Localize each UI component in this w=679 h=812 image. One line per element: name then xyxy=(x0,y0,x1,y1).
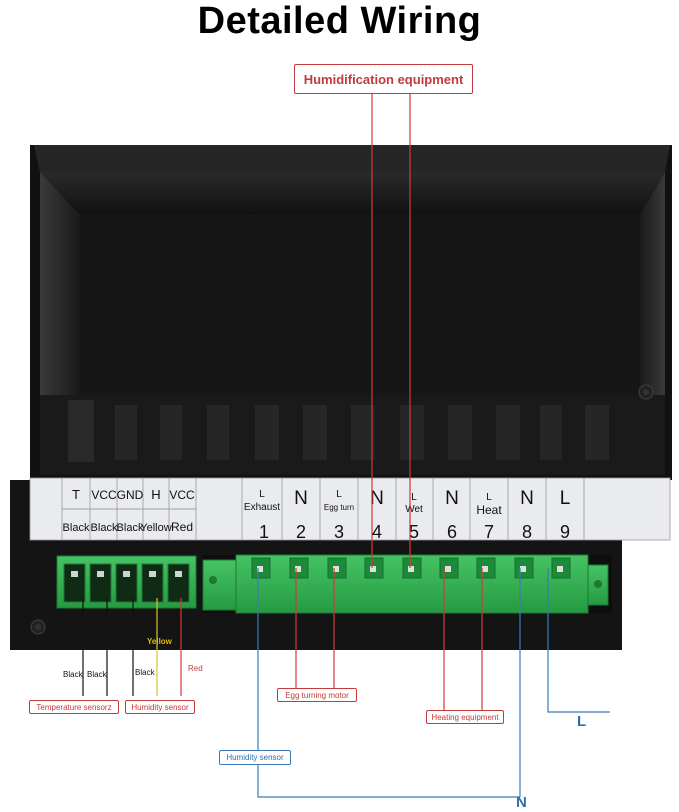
terminal-N: N xyxy=(445,488,459,509)
terminal-caption: Wet xyxy=(405,504,423,515)
terminal-number: 6 xyxy=(447,522,457,542)
terminal-number: 7 xyxy=(484,522,494,542)
terminal-number: 5 xyxy=(409,522,419,542)
egg-turning-motor-label: Egg turning motor xyxy=(277,688,357,702)
terminal-L-small: L xyxy=(259,489,265,500)
terminal-number: 8 xyxy=(522,522,532,542)
power-connector xyxy=(202,554,612,614)
sensor-top-label: VCC xyxy=(169,488,195,502)
sensor-bottom-label: Yellow xyxy=(140,522,171,534)
temperature-sensor-label: Temperature sensorz xyxy=(29,700,119,714)
wire-black-label: Black xyxy=(63,670,83,679)
humidification-equipment-label: Humidification equipment xyxy=(294,64,473,94)
sensor-top-label: H xyxy=(151,487,160,502)
terminal-number: 3 xyxy=(334,522,344,542)
sensor-terminal-labels: T VCC GND H VCC Black Black Black Yellow… xyxy=(63,487,195,534)
terminal-number: 4 xyxy=(372,522,382,542)
sensor-bottom-label: Black xyxy=(91,522,118,534)
wires xyxy=(82,94,610,798)
wire-yellow-label: Yellow xyxy=(147,637,172,646)
sensor-bottom-label: Black xyxy=(117,522,144,534)
terminal-N: N xyxy=(294,488,308,509)
terminal-L-small: L xyxy=(486,492,492,503)
terminal-number: 2 xyxy=(296,522,306,542)
humidity-sensor-blue-label: Humidity sensor xyxy=(219,750,291,765)
wire-black-label: Black xyxy=(87,670,107,679)
power-terminal-labels: L Exhaust N L Egg turn N L Wet N L Heat … xyxy=(244,488,570,542)
terminal-N: N xyxy=(370,488,384,509)
line-L-label: L xyxy=(577,713,587,730)
terminal-L: L xyxy=(560,488,571,509)
terminal-label-plate xyxy=(29,477,671,541)
heating-equipment-label: Heating equipment xyxy=(426,710,504,724)
sensor-bottom-label: Red xyxy=(171,520,193,534)
diagram-title: Detailed Wiring xyxy=(197,0,482,42)
terminal-caption: Exhaust xyxy=(244,502,280,513)
sensor-top-label: GND xyxy=(117,488,144,502)
line-N-label: N xyxy=(516,794,527,811)
sensor-bottom-label: Black xyxy=(63,522,90,534)
terminal-number: 9 xyxy=(560,522,570,542)
sensor-top-label: VCC xyxy=(91,488,117,502)
terminal-L-small: L xyxy=(336,489,342,500)
sensor-connector xyxy=(56,555,197,609)
wire-black-label: Black xyxy=(135,668,155,677)
terminal-caption: Heat xyxy=(476,503,502,517)
wire-red-label: Red xyxy=(188,664,203,673)
terminal-number: 1 xyxy=(259,522,269,542)
terminal-caption: Egg turn xyxy=(324,503,354,512)
vent-slots xyxy=(68,400,609,462)
terminal-L-small: L xyxy=(411,492,417,503)
sensor-top-label: T xyxy=(72,487,80,502)
terminal-N: N xyxy=(520,488,534,509)
humidity-sensor-label: Humidity sensor xyxy=(125,700,195,714)
